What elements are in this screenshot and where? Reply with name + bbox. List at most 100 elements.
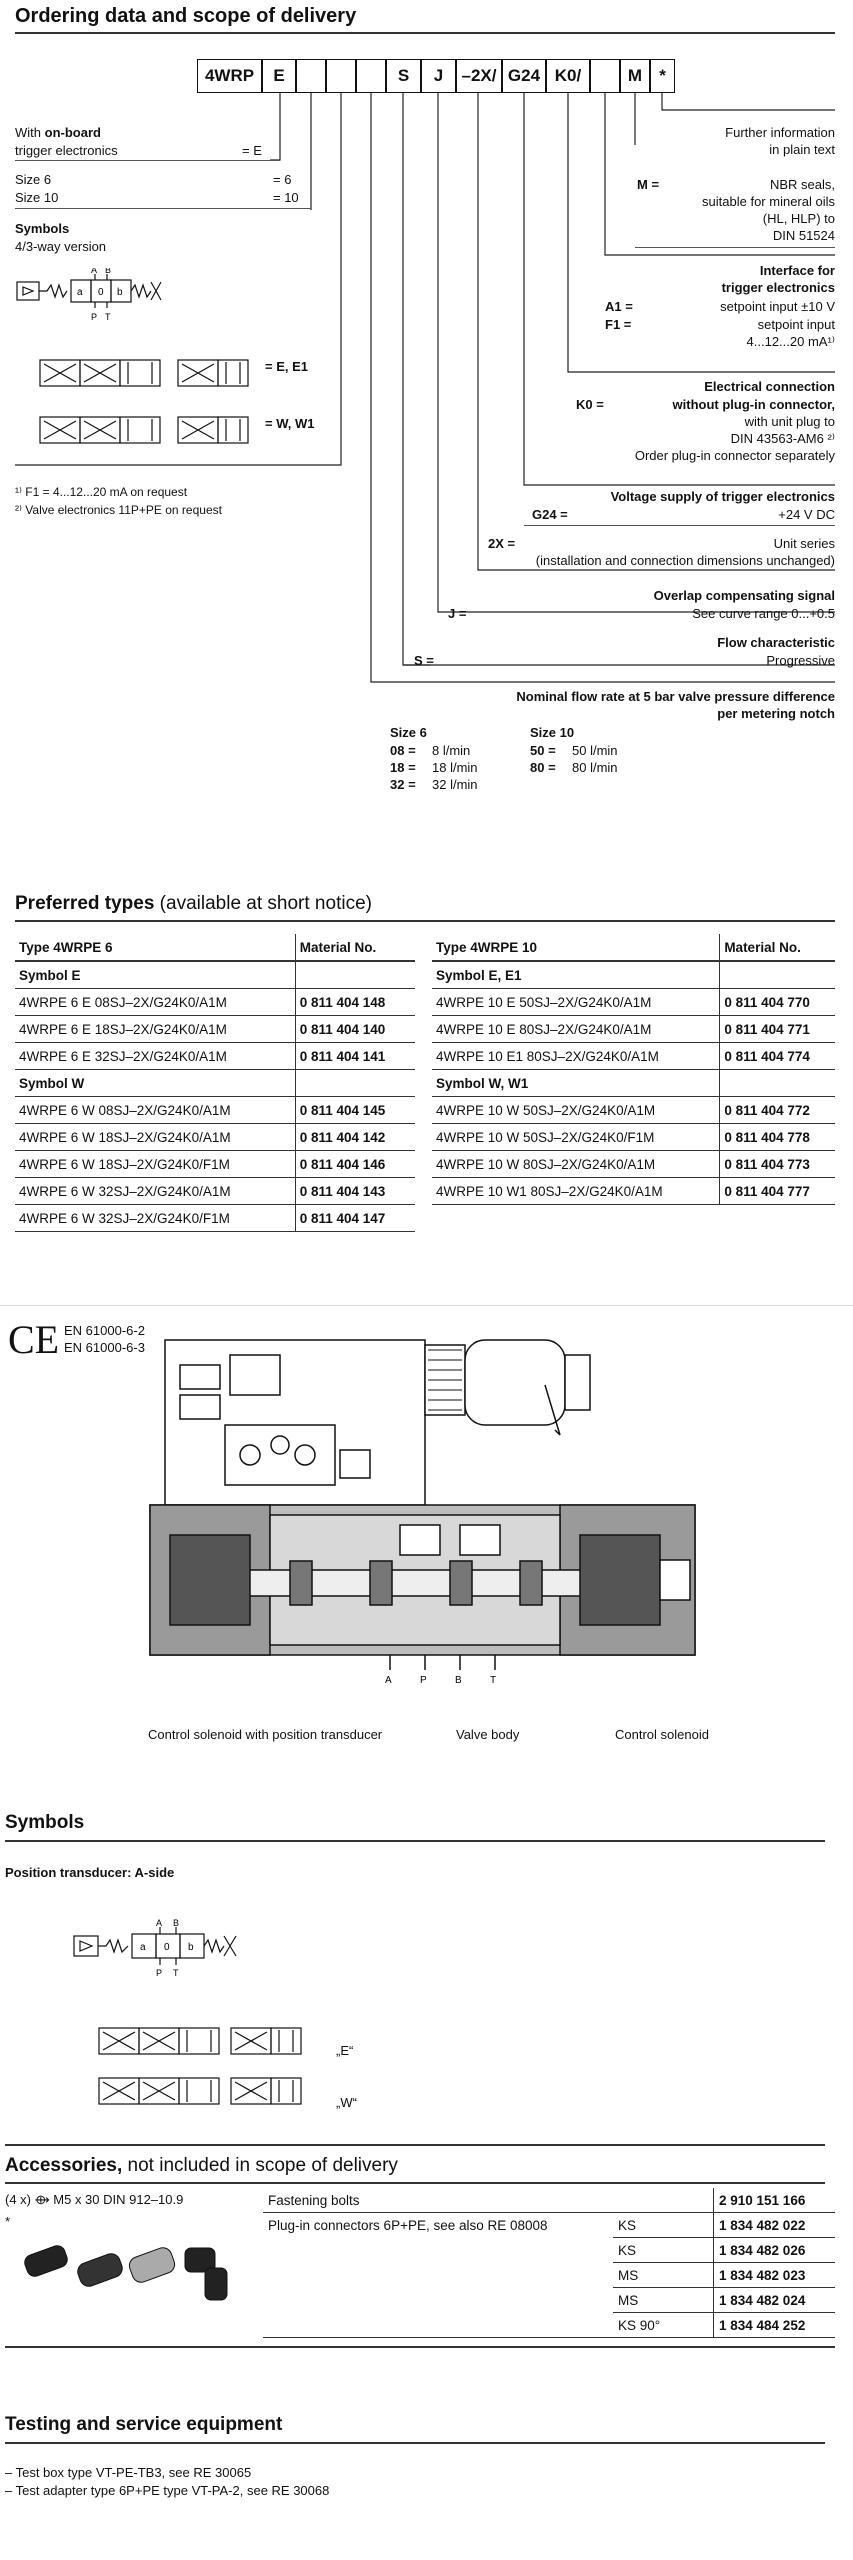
caption-valve-body: Valve body bbox=[456, 1727, 520, 1742]
m-code: M = bbox=[637, 177, 660, 192]
symbols-rule bbox=[5, 1840, 825, 1842]
symbols-section-title: Symbols bbox=[5, 1812, 85, 1833]
port-t-label: T bbox=[490, 1675, 496, 1686]
j-code: J = bbox=[448, 606, 467, 621]
code-box-type: 4WRP bbox=[197, 59, 262, 93]
size10-text: Size 10 bbox=[15, 190, 59, 205]
svg-text:0: 0 bbox=[98, 287, 104, 298]
a1-text: setpoint input ±10 V bbox=[720, 299, 835, 314]
onboard-rule bbox=[15, 160, 280, 161]
m-rule bbox=[635, 247, 835, 248]
table-row: Plug-in connectors 6P+PE, see also RE 08… bbox=[263, 2212, 835, 2238]
voltage-text: +24 V DC bbox=[778, 507, 835, 522]
svg-text:b: b bbox=[117, 287, 123, 298]
code-box-further: * bbox=[650, 59, 675, 93]
ordering-title-rule bbox=[15, 32, 835, 34]
section-divider bbox=[0, 1305, 853, 1306]
code-box-electronics: E bbox=[262, 59, 296, 93]
code-box-symbol bbox=[326, 59, 356, 93]
g24-code: G24 = bbox=[532, 507, 568, 522]
size-rule bbox=[15, 208, 311, 209]
accessories-bottom-rule bbox=[5, 2346, 835, 2348]
ordering-leader-lines bbox=[15, 93, 835, 683]
valve-cutaway-drawing: A P B T bbox=[149, 1339, 696, 1686]
table-row: MS 1 834 482 023 bbox=[263, 2262, 835, 2288]
accessories-title: Accessories, not included in scope of de… bbox=[5, 2155, 398, 2176]
spool-symbol-w bbox=[39, 416, 249, 444]
preferred-title: Preferred types (available at short noti… bbox=[15, 893, 372, 914]
onboard-text: With on-board bbox=[15, 125, 101, 140]
series-text: Unit series(installation and connection … bbox=[535, 536, 835, 568]
s-code: S = bbox=[414, 653, 434, 668]
table-row: KS 90° 1 834 484 252 bbox=[263, 2312, 835, 2338]
f1-code: F1 = bbox=[605, 317, 632, 332]
spool-symbol-e-2 bbox=[98, 2027, 302, 2055]
symbols-sub: 4/3-way version bbox=[15, 239, 107, 254]
svg-text:B: B bbox=[105, 268, 111, 275]
nominal-title: Nominal flow rate at 5 bar valve pressur… bbox=[516, 689, 835, 721]
footnote-2: ²⁾ Valve electronics 11P+PE on request bbox=[15, 503, 222, 517]
valve-symbol-main: a 0 b A B P T bbox=[73, 1918, 237, 1978]
series-code: 2X = bbox=[488, 536, 516, 551]
bolt-spec: (4 x) ⟴ M5 x 30 DIN 912–10.9 bbox=[5, 2192, 184, 2207]
ordering-title: Ordering data and scope of delivery bbox=[15, 5, 357, 27]
onboard-code: = E bbox=[242, 143, 262, 158]
flow-text: Progressive bbox=[766, 653, 835, 668]
sym-e-code: = E, E1 bbox=[265, 359, 308, 374]
svg-text:b: b bbox=[188, 1942, 194, 1953]
port-a-label: A bbox=[385, 1675, 392, 1686]
svg-text:P: P bbox=[156, 1968, 162, 1978]
k0-code: K0 = bbox=[576, 397, 604, 412]
overlap-text: See curve range 0...+0.5 bbox=[692, 606, 835, 621]
spool-symbol-w-2 bbox=[98, 2077, 302, 2105]
flow-title: Flow characteristic bbox=[717, 635, 835, 650]
symbol-e-label: „E“ bbox=[336, 2043, 354, 2058]
accessories-title-rule bbox=[5, 2182, 825, 2184]
overlap-title: Overlap compensating signal bbox=[653, 588, 835, 603]
svg-text:a: a bbox=[77, 287, 83, 298]
code-box-connection: K0/ bbox=[546, 59, 590, 93]
svg-text:B: B bbox=[173, 1918, 179, 1928]
voltage-rule bbox=[524, 525, 835, 526]
accessories-top-rule bbox=[5, 2144, 825, 2146]
svg-text:A: A bbox=[91, 268, 97, 275]
code-box-seals: M bbox=[620, 59, 650, 93]
size6-code: = 6 bbox=[273, 172, 292, 187]
footnote-1: ¹⁾ F1 = 4...12...20 mA on request bbox=[15, 485, 188, 499]
port-b-label: B bbox=[455, 1675, 462, 1686]
size10-code: = 10 bbox=[273, 190, 299, 205]
a1-code: A1 = bbox=[605, 299, 633, 314]
electrical-text: without plug-in connector,with unit plug… bbox=[634, 397, 835, 463]
valve-symbol-small: a 0 b A B P T bbox=[16, 268, 162, 322]
code-box-series: –2X/ bbox=[456, 59, 502, 93]
svg-text:A: A bbox=[156, 1918, 162, 1928]
code-box-flow-char: S bbox=[386, 59, 421, 93]
m-text: NBR seals,suitable for mineral oils(HL, … bbox=[702, 177, 835, 243]
table-row: Fastening bolts 2 910 151 166 bbox=[263, 2188, 835, 2213]
onboard-text-2: trigger electronics bbox=[15, 143, 118, 158]
svg-text:T: T bbox=[173, 1968, 179, 1978]
svg-text:0: 0 bbox=[164, 1942, 170, 1953]
voltage-title: Voltage supply of trigger electronics bbox=[610, 489, 835, 504]
testing-title: Testing and service equipment bbox=[5, 2414, 283, 2435]
code-box-size bbox=[296, 59, 326, 93]
testing-rule bbox=[5, 2442, 825, 2444]
size10-list: 50 =50 l/min 80 =80 l/min bbox=[530, 743, 618, 775]
